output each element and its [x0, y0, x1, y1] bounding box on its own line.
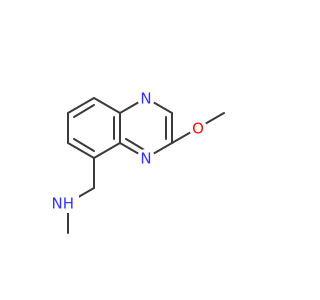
- oxygen-label: O: [192, 120, 204, 138]
- atom-labels: N N O NH: [52, 89, 207, 213]
- nitrogen-1-label: N: [140, 90, 151, 108]
- bond-c6-c5-inner: [73, 138, 95, 152]
- n1-label-bg: [137, 89, 155, 107]
- n4-label-bg: [137, 149, 155, 167]
- o-label-bg: [189, 119, 207, 137]
- bond-c8-c7: [67, 97, 95, 114]
- nh-label-bg: [53, 193, 79, 213]
- bond-c6-c5: [67, 142, 95, 159]
- bond-c8a-c8: [93, 97, 121, 114]
- nitrogen-4-label: N: [140, 150, 151, 168]
- molecule-structure: N N O NH: [52, 89, 225, 234]
- bond-n4-c4a-inner: [125, 138, 147, 152]
- bond-c8-c7-inner: [73, 104, 95, 118]
- amine-nh-label: NH: [52, 195, 75, 213]
- bond-c5-c4a: [93, 142, 121, 159]
